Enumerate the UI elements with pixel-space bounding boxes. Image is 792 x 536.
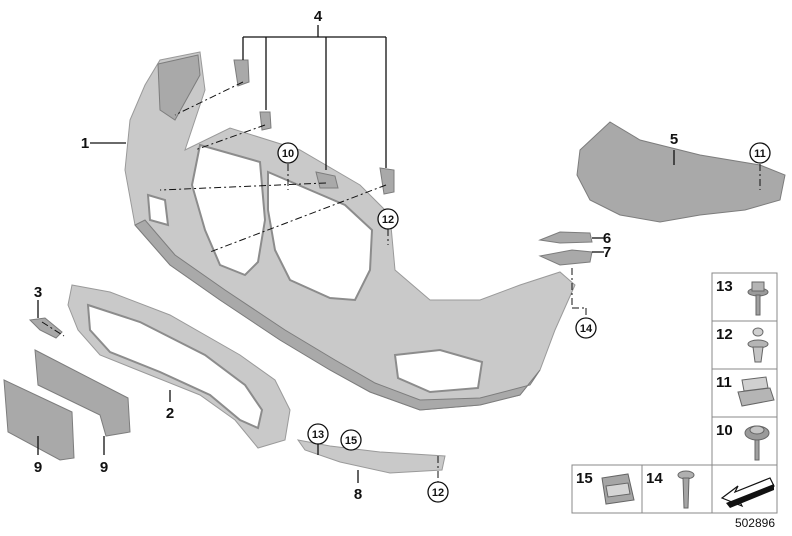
callout-12-top: 12	[377, 208, 399, 230]
bumper-cover	[124, 51, 576, 411]
bracket-6	[538, 231, 593, 244]
washer-screw-icon	[744, 425, 770, 461]
callout-9-left: 9	[34, 459, 42, 476]
svg-text:10: 10	[282, 148, 294, 160]
expanding-rivet-icon	[747, 327, 769, 363]
license-plate-bases	[3, 349, 131, 461]
legend-num-14: 14	[646, 470, 663, 487]
legend-cell-13	[711, 272, 778, 322]
lower-grille-trim	[67, 284, 291, 449]
callout-11: 11	[749, 142, 771, 164]
bracket-7	[538, 249, 593, 266]
callout-2: 2	[166, 405, 174, 422]
callout-9-right: 9	[100, 459, 108, 476]
svg-text:12: 12	[432, 487, 444, 499]
screw-icon	[677, 470, 695, 509]
legend-num-11: 11	[716, 374, 732, 391]
callout-10: 10	[277, 142, 299, 164]
callout-14: 14	[575, 317, 597, 339]
small-trim-3	[28, 317, 63, 339]
callout-8: 8	[354, 486, 362, 503]
clip-nut-icon	[601, 473, 635, 505]
leader-lines	[37, 25, 761, 483]
direction-arrow-icon	[720, 477, 775, 508]
flange-screw-icon	[747, 281, 769, 316]
legend-num-15: 15	[576, 470, 593, 487]
svg-text:12: 12	[382, 214, 394, 226]
callout-5: 5	[670, 131, 678, 148]
svg-text:11: 11	[754, 148, 766, 160]
diagram-reference-number: 502896	[735, 516, 775, 530]
svg-text:15: 15	[345, 435, 357, 447]
spring-nut-icon	[737, 376, 775, 407]
callout-12-bottom: 12	[427, 481, 449, 503]
callout-15: 15	[340, 429, 362, 451]
upper-carrier	[576, 121, 786, 223]
svg-text:14: 14	[580, 323, 593, 335]
callout-6: 6	[603, 230, 611, 247]
lower-trim-strip	[296, 439, 446, 474]
legend-num-12: 12	[716, 326, 733, 343]
legend-cell-10	[711, 416, 778, 466]
callout-4: 4	[314, 8, 323, 25]
fastener-legend: 13 12 11 10 15 14	[571, 272, 778, 514]
callout-3: 3	[34, 284, 42, 301]
svg-text:13: 13	[312, 429, 324, 441]
legend-num-10: 10	[716, 422, 733, 439]
callout-13: 13	[307, 423, 329, 445]
callout-7: 7	[603, 244, 611, 261]
callout-1: 1	[81, 135, 89, 152]
brackets-4	[233, 59, 395, 195]
legend-num-13: 13	[716, 278, 733, 295]
